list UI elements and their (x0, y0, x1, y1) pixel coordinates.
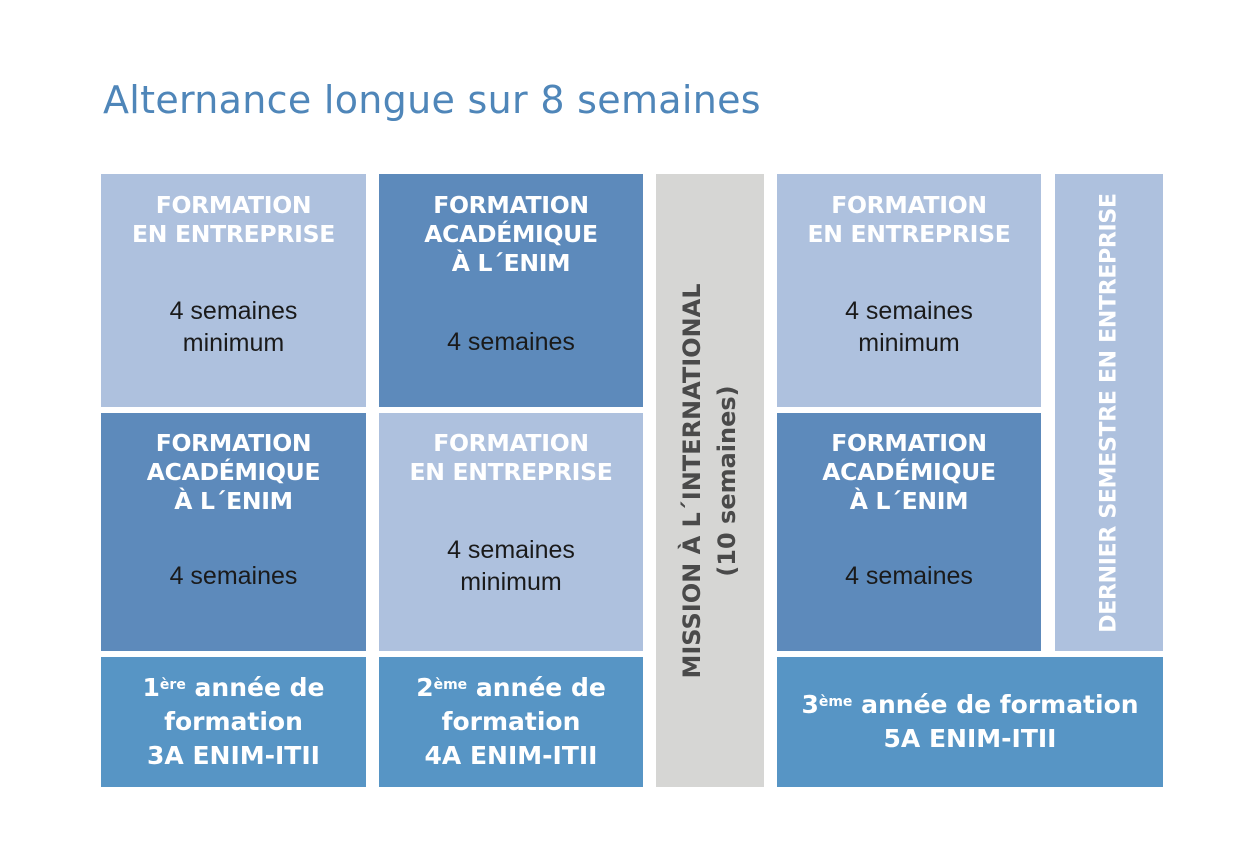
year-line-3: 4A ENIM-ITII (424, 741, 598, 770)
duration-line: 4 semaines (447, 536, 575, 564)
col1-top-duration: 4 semaines minimum (170, 295, 298, 359)
last-semester-block: DERNIER SEMESTRE EN ENTREPRISE (1055, 174, 1163, 651)
col1-academic-block: FORMATION ACADÉMIQUE À L´ENIM 4 semaines (101, 413, 366, 651)
col2-year-block: 2ème année de formation 4A ENIM-ITII (379, 657, 643, 787)
last-semester-label: DERNIER SEMESTRE EN ENTREPRISE (1096, 192, 1122, 633)
year-line-3: 3A ENIM-ITII (147, 741, 320, 770)
year-line-1: 3ème année de formation (801, 688, 1138, 722)
duration-line: 4 semaines (845, 297, 973, 325)
col1-year-label: 1ère année de formation 3A ENIM-ITII (143, 671, 325, 773)
col3-training-company-block: FORMATION EN ENTREPRISE 4 semaines minim… (777, 174, 1041, 407)
duration-line: 4 semaines (169, 562, 298, 590)
col1-training-company-block: FORMATION EN ENTREPRISE 4 semaines minim… (101, 174, 366, 407)
col1-middle-heading: FORMATION ACADÉMIQUE À L´ENIM (146, 429, 321, 516)
heading-line: FORMATION (155, 191, 312, 219)
international-mission-label: MISSION À L´INTERNATIONAL (10 semaines) (675, 283, 745, 678)
heading-line: À L´ENIM (451, 249, 571, 277)
heading-line: FORMATION (433, 429, 589, 457)
heading-line: ACADÉMIQUE (822, 458, 996, 486)
col3-academic-block: FORMATION ACADÉMIQUE À L´ENIM 4 semaines (777, 413, 1041, 651)
year-ordinal-suffix: ère (159, 677, 186, 693)
year-ordinal: 3 (801, 690, 819, 719)
col1-top-heading: FORMATION EN ENTREPRISE (132, 191, 335, 249)
year-line-2: formation (164, 707, 303, 736)
year-line-1-text: année de (467, 673, 606, 702)
col2-middle-heading: FORMATION EN ENTREPRISE (410, 429, 613, 487)
duration-line: 4 semaines (447, 328, 575, 356)
year-line-2: 5A ENIM-ITII (883, 724, 1057, 753)
year-ordinal-suffix: ème (433, 677, 468, 693)
heading-line: ACADÉMIQUE (424, 220, 598, 248)
heading-line: EN ENTREPRISE (132, 220, 335, 248)
col2-top-heading: FORMATION ACADÉMIQUE À L´ENIM (424, 191, 598, 278)
heading-line: EN ENTREPRISE (409, 458, 613, 486)
heading-line: À L´ENIM (849, 487, 969, 515)
year-line-1: 2ème année de (416, 671, 606, 705)
year-line-2: formation (441, 707, 581, 736)
col1-year-block: 1ère année de formation 3A ENIM-ITII (101, 657, 366, 787)
heading-line: ACADÉMIQUE (146, 458, 321, 486)
heading-line: FORMATION (831, 191, 987, 219)
duration-line: minimum (858, 329, 960, 357)
year-line-1-text: année de (185, 673, 325, 702)
mission-line-2: (10 semaines) (713, 384, 741, 577)
year-ordinal-suffix: ème (818, 694, 853, 710)
year-line-1-text: année de formation (852, 690, 1139, 719)
year-line-1: 1ère année de (143, 671, 325, 705)
duration-line: 4 semaines (169, 297, 298, 325)
col2-training-company-block: FORMATION EN ENTREPRISE 4 semaines minim… (379, 413, 643, 651)
col3-top-heading: FORMATION EN ENTREPRISE (808, 191, 1011, 249)
heading-line: FORMATION (155, 429, 312, 457)
heading-line: EN ENTREPRISE (807, 220, 1011, 248)
duration-line: minimum (460, 568, 562, 596)
year3-label: 3ème année de formation 5A ENIM-ITII (801, 688, 1138, 756)
col3-top-duration: 4 semaines minimum (845, 295, 973, 359)
page-title: Alternance longue sur 8 semaines (103, 78, 761, 122)
mission-line-1: MISSION À L´INTERNATIONAL (678, 282, 706, 679)
col2-top-duration: 4 semaines (447, 326, 575, 358)
heading-line: FORMATION (831, 429, 987, 457)
year-ordinal: 1 (142, 673, 160, 702)
international-mission-block: MISSION À L´INTERNATIONAL (10 semaines) (656, 174, 764, 787)
col3-middle-heading: FORMATION ACADÉMIQUE À L´ENIM (822, 429, 996, 516)
year3-block: 3ème année de formation 5A ENIM-ITII (777, 657, 1163, 787)
heading-line: À L´ENIM (174, 487, 293, 515)
col2-academic-block: FORMATION ACADÉMIQUE À L´ENIM 4 semaines (379, 174, 643, 407)
year-ordinal: 2 (416, 673, 434, 702)
col2-middle-duration: 4 semaines minimum (447, 534, 575, 598)
heading-line: FORMATION (433, 191, 589, 219)
col2-year-label: 2ème année de formation 4A ENIM-ITII (416, 671, 606, 773)
duration-line: minimum (182, 329, 285, 357)
col3-middle-duration: 4 semaines (845, 560, 973, 592)
duration-line: 4 semaines (845, 562, 973, 590)
col1-middle-duration: 4 semaines (170, 560, 298, 592)
